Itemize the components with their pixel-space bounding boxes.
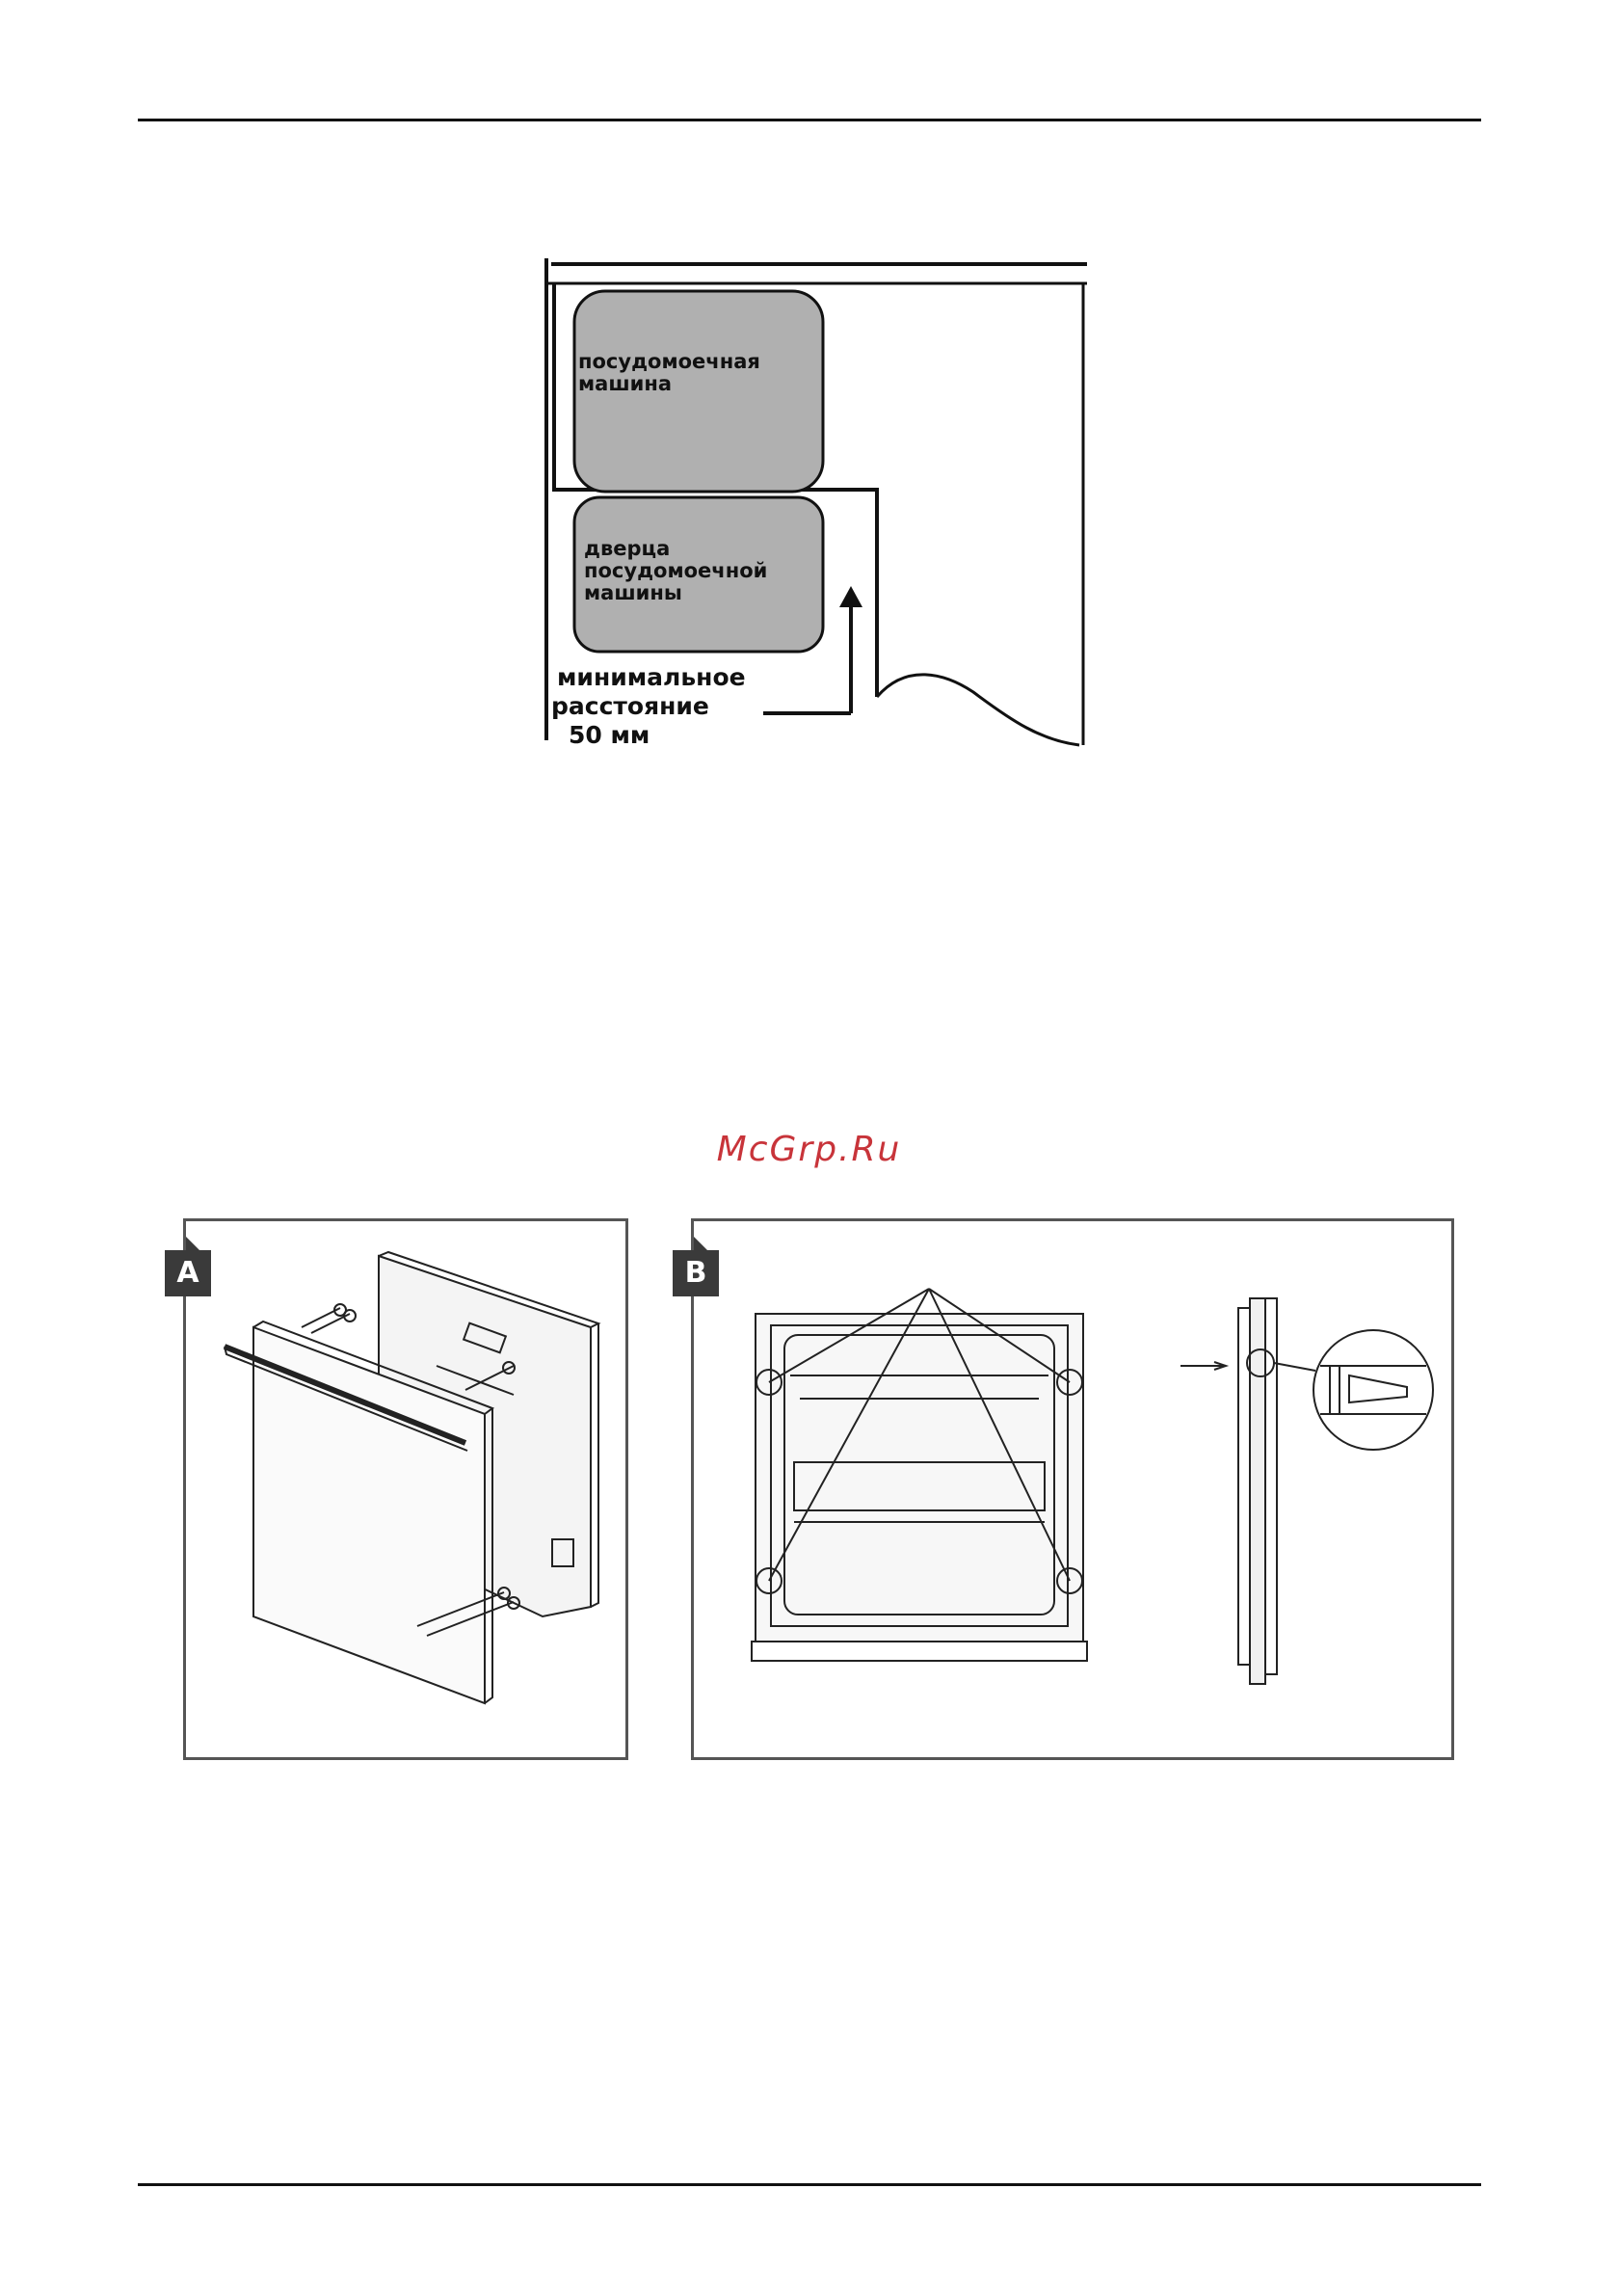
distance-value: 50 мм	[569, 721, 650, 750]
figure-panel-b: B	[691, 1218, 1454, 1760]
distance-label-line1: минимальное	[557, 663, 746, 692]
figure-panel-a: A	[183, 1218, 628, 1760]
footer-rule	[138, 2183, 1481, 2186]
header-rule	[138, 119, 1481, 121]
door-label: дверца посудомоечной машины	[584, 538, 767, 604]
door-panel-illustration	[186, 1221, 625, 1757]
dishwasher-label: посудомоечная машина	[578, 351, 760, 395]
watermark: McGrp.Ru	[0, 1130, 1618, 1169]
clearance-diagram: посудомоечная машина дверца посудомоечно…	[540, 258, 1094, 760]
distance-label-line2: расстояние	[551, 692, 709, 721]
door-mounting-illustration	[694, 1221, 1451, 1757]
